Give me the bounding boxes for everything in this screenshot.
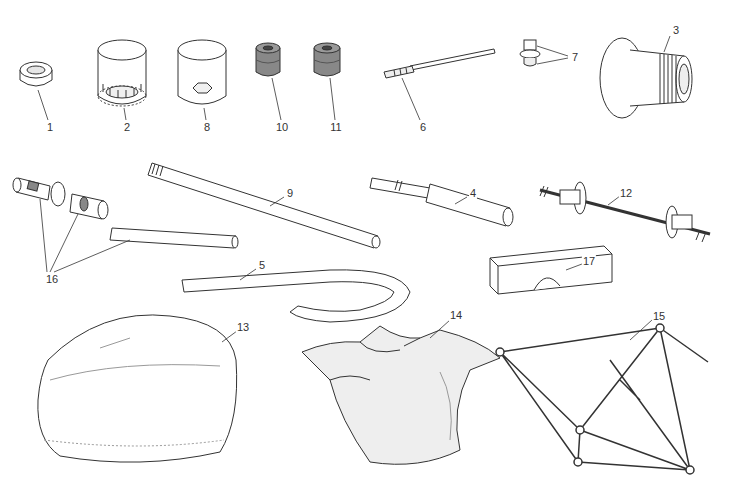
rod-part	[384, 49, 495, 78]
callout-number: 5	[258, 259, 266, 271]
fairing-cover-part	[302, 326, 500, 464]
callout-number: 17	[582, 255, 596, 267]
stand-part	[496, 324, 708, 474]
cap-part	[20, 62, 52, 86]
callout-number: 8	[203, 121, 211, 133]
callout-number: 14	[449, 309, 463, 321]
callout-number: 4	[469, 187, 477, 199]
socket-part	[98, 40, 146, 106]
callout-number: 9	[286, 187, 294, 199]
callout-number: 13	[236, 321, 250, 333]
callout-number: 15	[652, 310, 666, 322]
callout-number: 3	[672, 24, 680, 36]
callout-number: 6	[419, 121, 427, 133]
seat-cover-part	[38, 315, 237, 462]
callout-number: 10	[275, 121, 289, 133]
grommet-part	[314, 43, 340, 76]
puller-part	[540, 182, 710, 242]
leader-line	[38, 36, 670, 342]
grommet-part	[256, 43, 280, 76]
fitting-part	[520, 40, 540, 66]
callout-number: 16	[45, 273, 59, 285]
socket-part	[178, 40, 226, 104]
callout-number: 12	[619, 187, 633, 199]
flange-part	[600, 38, 692, 118]
block-part	[490, 246, 612, 294]
tool-set-part	[13, 178, 238, 248]
spanner-part	[182, 270, 410, 322]
callout-number: 11	[329, 121, 342, 133]
callout-number: 2	[123, 121, 131, 133]
rod-part	[370, 178, 513, 226]
callout-number: 1	[46, 121, 54, 133]
callout-number: 7	[571, 51, 579, 63]
